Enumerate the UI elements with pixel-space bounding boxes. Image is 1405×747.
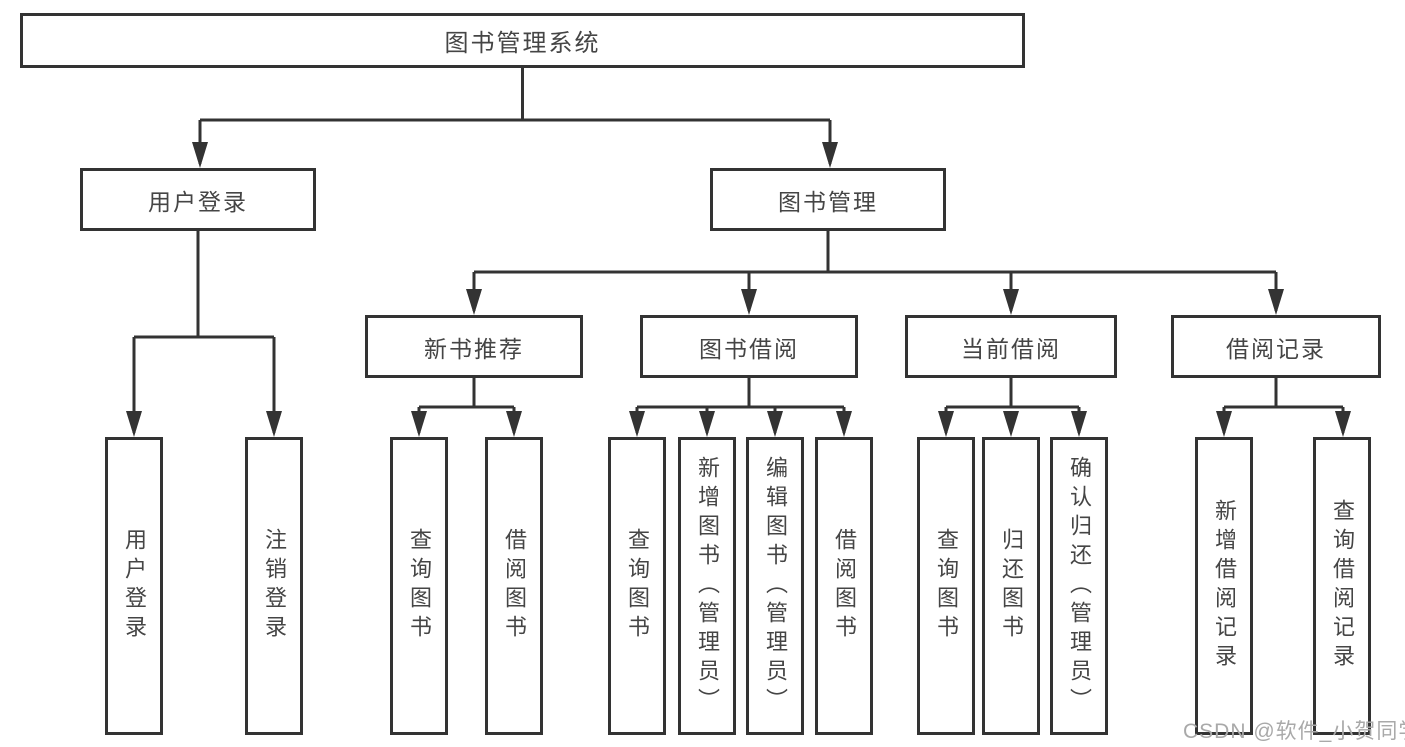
connector-paths	[132, 68, 1345, 433]
arrow-down-icon	[1003, 411, 1019, 437]
leaf-label: 查询图书	[625, 528, 650, 644]
arrow-down-icon	[1268, 289, 1284, 315]
node-book-management: 图书管理	[710, 168, 946, 231]
node-label: 借阅记录	[1226, 335, 1326, 362]
arrow-down-icon	[629, 411, 645, 437]
arrow-down-icon	[822, 142, 838, 168]
leaf-query-books-1: 查询图书	[390, 437, 448, 735]
leaf-add-books-admin: 新增图书（管理员）	[678, 437, 736, 735]
connector-borrow-record	[1222, 378, 1345, 433]
connector-current-borrow	[944, 378, 1081, 433]
arrow-down-icon	[466, 289, 482, 315]
node-current-borrowing: 当前借阅	[905, 315, 1117, 378]
leaf-label: 查询图书	[934, 528, 959, 644]
arrow-down-icon	[699, 411, 715, 437]
arrow-down-icon	[1216, 411, 1232, 437]
connector-user-login	[132, 231, 276, 433]
leaf-label: 借阅图书	[832, 528, 857, 644]
leaf-query-borrow-record: 查询借阅记录	[1313, 437, 1371, 735]
leaf-query-books-2: 查询图书	[608, 437, 666, 735]
leaf-label: 确认归还（管理员）	[1067, 455, 1092, 717]
arrow-down-icon	[1335, 411, 1351, 437]
leaf-label: 归还图书	[999, 528, 1024, 644]
arrowheads	[126, 142, 1351, 437]
leaf-label: 查询借阅记录	[1330, 499, 1355, 673]
node-borrowing-records: 借阅记录	[1171, 315, 1381, 378]
arrow-down-icon	[192, 142, 208, 168]
node-label: 新书推荐	[424, 335, 524, 362]
arrow-down-icon	[1071, 411, 1087, 437]
csdn-watermark: CSDN @软件_小贺同学	[1183, 720, 1405, 743]
node-label: 图书管理	[778, 188, 878, 215]
connector-root	[198, 68, 832, 164]
leaf-label: 编辑图书（管理员）	[763, 455, 788, 717]
leaf-label: 新增图书（管理员）	[695, 455, 720, 717]
node-label: 用户登录	[148, 188, 248, 215]
arrow-down-icon	[741, 289, 757, 315]
arrow-down-icon	[767, 411, 783, 437]
leaf-confirm-return-admin: 确认归还（管理员）	[1050, 437, 1108, 735]
node-label: 图书借阅	[699, 335, 799, 362]
leaf-logout: 注销登录	[245, 437, 303, 735]
leaf-query-books-3: 查询图书	[917, 437, 975, 735]
leaf-add-borrow-record: 新增借阅记录	[1195, 437, 1253, 735]
leaf-return-books: 归还图书	[982, 437, 1040, 735]
leaf-borrow-books-2: 借阅图书	[815, 437, 873, 735]
leaf-label: 查询图书	[407, 528, 432, 644]
arrow-down-icon	[1003, 289, 1019, 315]
node-label: 图书管理系统	[444, 30, 601, 57]
leaf-label: 用户登录	[122, 528, 147, 644]
connector-book-management	[472, 231, 1278, 311]
leaf-label: 注销登录	[262, 528, 287, 644]
connector-new-book	[417, 378, 516, 433]
leaf-borrow-books-1: 借阅图书	[485, 437, 543, 735]
arrow-down-icon	[506, 411, 522, 437]
arrow-down-icon	[411, 411, 427, 437]
node-root-book-management-system: 图书管理系统	[20, 13, 1025, 68]
leaf-user-login: 用户登录	[105, 437, 163, 735]
connector-book-borrow	[635, 378, 846, 433]
leaf-label: 新增借阅记录	[1212, 499, 1237, 673]
node-user-login-group: 用户登录	[80, 168, 316, 231]
node-label: 当前借阅	[961, 335, 1061, 362]
node-new-book-recommend: 新书推荐	[365, 315, 583, 378]
arrow-down-icon	[126, 411, 142, 437]
arrow-down-icon	[938, 411, 954, 437]
arrow-down-icon	[836, 411, 852, 437]
node-book-borrowing: 图书借阅	[640, 315, 858, 378]
leaf-label: 借阅图书	[502, 528, 527, 644]
arrow-down-icon	[266, 411, 282, 437]
leaf-edit-books-admin: 编辑图书（管理员）	[746, 437, 804, 735]
